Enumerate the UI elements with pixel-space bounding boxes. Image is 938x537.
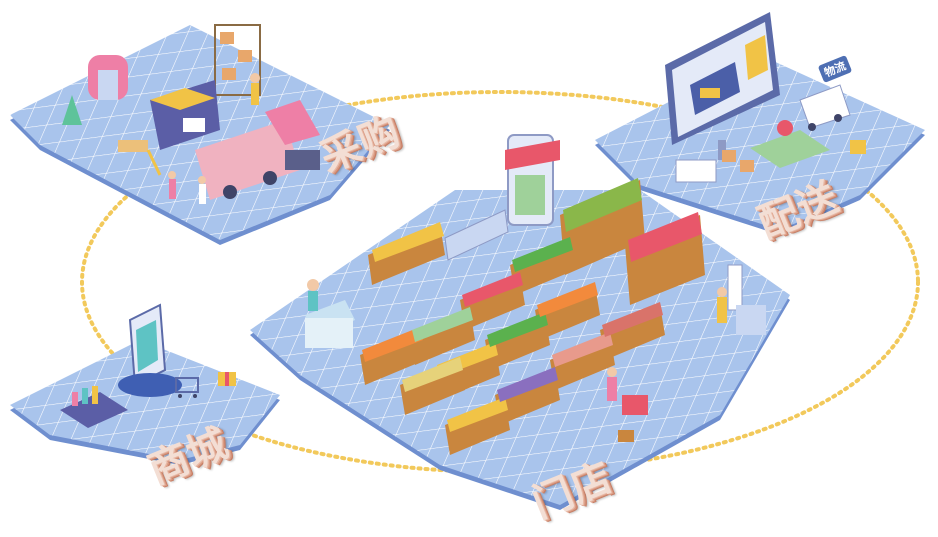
storage-rack	[214, 24, 261, 96]
smartphone-icon	[128, 303, 167, 387]
monitor-icon	[665, 12, 780, 160]
location-pin-icon	[750, 120, 830, 168]
forklift-icon	[850, 140, 866, 154]
purchase-zone	[10, 24, 390, 245]
forklift-icon	[118, 140, 162, 176]
cashier-counter	[305, 279, 355, 348]
shopping-cart-icon	[607, 367, 648, 442]
pos-terminal	[675, 159, 717, 183]
self-service-kiosk	[717, 264, 766, 335]
connection-ring	[80, 90, 920, 474]
mall-zone	[10, 303, 280, 465]
van-icon	[799, 84, 851, 131]
tree-icon	[62, 95, 82, 125]
delivery-zone	[595, 12, 925, 235]
truck-icon	[195, 100, 320, 200]
gift-icon	[218, 372, 236, 386]
display-fridge	[444, 209, 509, 261]
awning-icon	[505, 134, 560, 226]
store-zone	[250, 134, 790, 510]
produce-items	[362, 178, 702, 432]
shopping-cart-icon	[175, 377, 199, 398]
